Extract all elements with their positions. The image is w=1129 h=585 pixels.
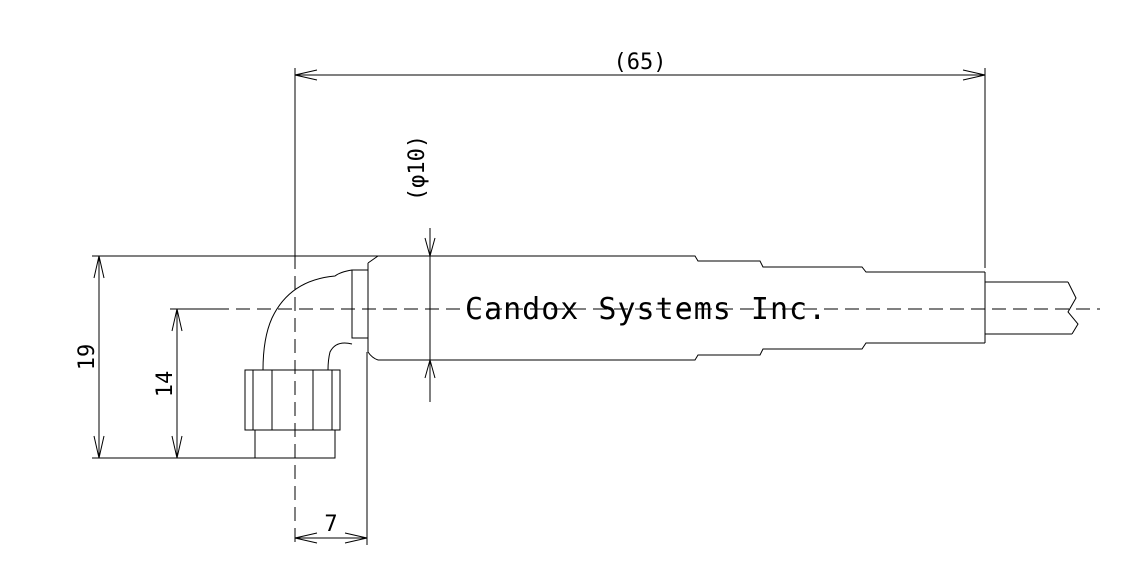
- dimension-height-axis: 14: [153, 308, 215, 459]
- height-total-label: 19: [75, 344, 100, 371]
- cable-diameter-label: (φ10): [405, 135, 430, 201]
- dimension-height-total: 19: [75, 255, 430, 459]
- offset-width-label: 7: [324, 512, 337, 537]
- height-axis-label: 14: [153, 371, 178, 398]
- connector-body: [244, 255, 986, 459]
- watermark-text: Candox Systems Inc.: [465, 292, 827, 327]
- dimension-offset-width: 7: [294, 352, 368, 545]
- overall-length-label: (65): [614, 50, 667, 75]
- center-lines: [215, 255, 1100, 545]
- dimension-overall-length: (65): [294, 50, 986, 268]
- cable: [985, 281, 1079, 335]
- dimension-cable-diameter: (φ10): [405, 135, 436, 402]
